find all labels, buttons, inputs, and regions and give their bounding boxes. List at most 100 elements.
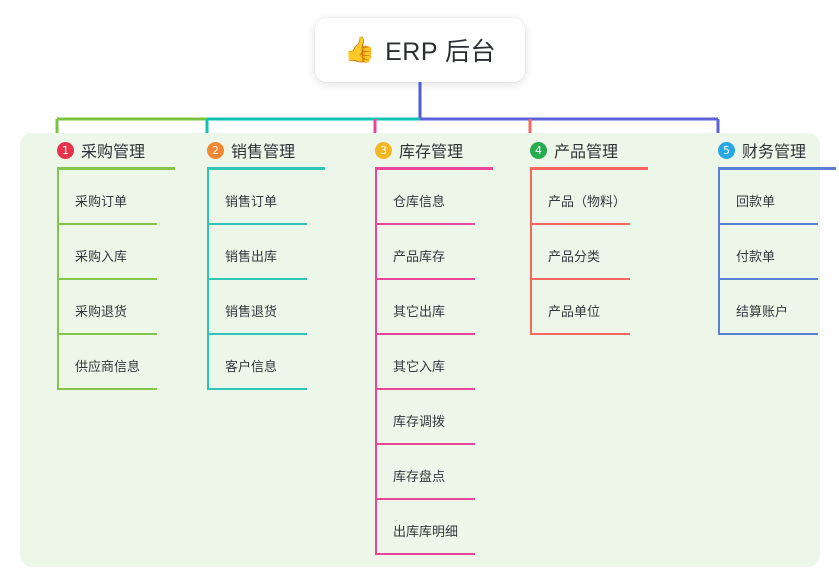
list-item[interactable]: 仓库信息 [375,170,505,225]
column-item-list: 产品（物料） 产品分类产品单位 [530,170,660,335]
list-item[interactable]: 供应商信息 [57,335,187,390]
number-badge-icon: 3 [375,141,392,159]
column-item-list: 采购订单采购入库采购退货供应商信息 [57,170,187,390]
column-header-rule [530,167,648,170]
thumbs-up-icon: 👍 [343,35,376,64]
item-underline [718,278,818,280]
item-spine [375,445,377,500]
list-item[interactable]: 产品单位 [530,280,660,335]
item-underline [375,553,475,555]
column-header-1[interactable]: 1 采购管理 [37,133,187,167]
item-underline [718,223,818,225]
item-spine [207,170,209,225]
number-badge-icon: 1 [57,141,74,159]
item-spine [375,225,377,280]
item-label: 回款单 [736,194,776,209]
column-header-3[interactable]: 3 库存管理 [355,133,505,167]
column-财务管理: 5 财务管理回款单付款单结算账户 [698,133,839,335]
list-item[interactable]: 其它出库 [375,280,505,335]
item-spine [718,170,720,225]
item-underline [375,443,475,445]
column-item-list: 销售订单销售出库销售退货客户信息 [207,170,337,390]
item-underline [207,388,307,390]
column-item-list: 仓库信息产品库存其它出库其它入库库存调拨库存盘点出库库明细 [375,170,505,555]
item-label: 销售退货 [225,304,278,319]
list-item[interactable]: 采购订单 [57,170,187,225]
item-spine [207,225,209,280]
list-item[interactable]: 库存调拨 [375,390,505,445]
item-spine [57,335,59,390]
list-item[interactable]: 采购入库 [57,225,187,280]
item-label: 产品分类 [548,249,601,264]
column-title: 销售管理 [231,144,296,161]
item-label: 采购入库 [75,249,128,264]
item-spine [530,225,532,280]
item-underline [375,278,475,280]
item-spine [57,225,59,280]
column-item-list: 回款单付款单结算账户 [718,170,839,335]
list-item[interactable]: 回款单 [718,170,839,225]
column-title: 财务管理 [742,144,807,161]
item-spine [375,500,377,555]
item-label: 结算账户 [736,304,789,319]
list-item[interactable]: 产品（物料） [530,170,660,225]
item-underline [718,333,818,335]
item-spine [207,335,209,390]
column-title: 采购管理 [81,144,146,161]
item-underline [530,333,630,335]
list-item[interactable]: 库存盘点 [375,445,505,500]
item-underline [530,223,630,225]
item-label: 产品单位 [548,304,601,319]
column-header-5[interactable]: 5 财务管理 [698,133,839,167]
item-label: 采购退货 [75,304,128,319]
item-spine [207,280,209,335]
item-label: 客户信息 [225,359,278,374]
root-node-title: ERP 后台 [385,38,497,66]
item-underline [375,223,475,225]
item-spine [375,280,377,335]
list-item[interactable]: 产品库存 [375,225,505,280]
column-库存管理: 3 库存管理仓库信息产品库存其它出库其它入库库存调拨库存盘点出库库明细 [355,133,505,555]
item-label: 供应商信息 [75,359,141,374]
item-underline [57,278,157,280]
list-item[interactable]: 销售出库 [207,225,337,280]
list-item[interactable]: 其它入库 [375,335,505,390]
item-label: 仓库信息 [393,194,446,209]
item-spine [375,390,377,445]
item-underline [57,388,157,390]
item-underline [375,498,475,500]
item-underline [530,278,630,280]
list-item[interactable]: 客户信息 [207,335,337,390]
item-label: 销售订单 [225,194,278,209]
column-采购管理: 1 采购管理采购订单采购入库采购退货供应商信息 [37,133,187,390]
list-item[interactable]: 产品分类 [530,225,660,280]
item-label: 付款单 [736,249,776,264]
item-spine [375,335,377,390]
item-label: 出库库明细 [393,524,459,539]
list-item[interactable]: 结算账户 [718,280,839,335]
root-node-card[interactable]: 👍 ERP 后台 [315,18,525,82]
list-item[interactable]: 出库库明细 [375,500,505,555]
list-item[interactable]: 付款单 [718,225,839,280]
item-spine [57,170,59,225]
item-underline [207,333,307,335]
list-item[interactable]: 销售订单 [207,170,337,225]
connector-lines [55,82,720,141]
list-item[interactable]: 销售退货 [207,280,337,335]
column-title: 库存管理 [399,144,464,161]
item-spine [530,170,532,225]
list-item[interactable]: 采购退货 [57,280,187,335]
column-header-rule [207,167,325,170]
item-spine [718,225,720,280]
item-label: 销售出库 [225,249,278,264]
item-label: 产品（物料） [548,194,627,209]
number-badge-icon: 5 [718,141,735,159]
item-underline [207,223,307,225]
item-label: 库存调拨 [393,414,446,429]
